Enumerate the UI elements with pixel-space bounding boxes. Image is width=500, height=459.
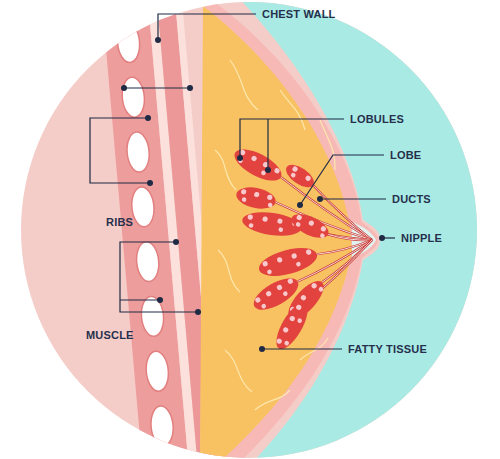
lobules-label: LOBULES: [350, 113, 404, 126]
fatty-tissue-label: FATTY TISSUE: [348, 343, 427, 356]
muscle-label: MUSCLE: [86, 329, 134, 342]
chest-wall-label: CHEST WALL: [262, 8, 336, 21]
nipple-label: NIPPLE: [401, 232, 442, 245]
ducts-label: DUCTS: [392, 193, 431, 206]
lobe-label: LOBE: [390, 149, 421, 162]
ribs-label: RIBS: [106, 216, 133, 229]
